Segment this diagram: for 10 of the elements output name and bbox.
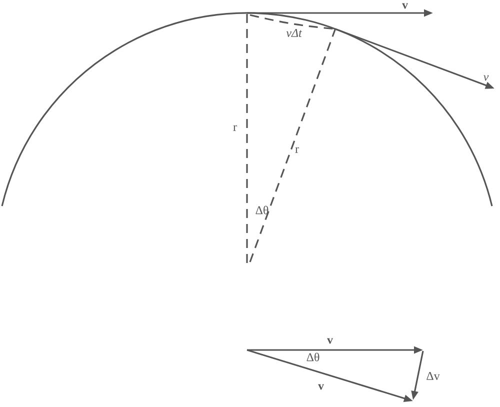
label: Δθ [306,352,320,362]
label: Δθ [256,206,268,214]
label: Δv [426,372,440,380]
label: vΔt [286,29,302,37]
label: v [402,3,408,9]
label: v [327,338,333,344]
label: r [295,147,299,153]
label: r [233,125,237,131]
label: v [318,384,324,390]
label: v [484,75,489,81]
